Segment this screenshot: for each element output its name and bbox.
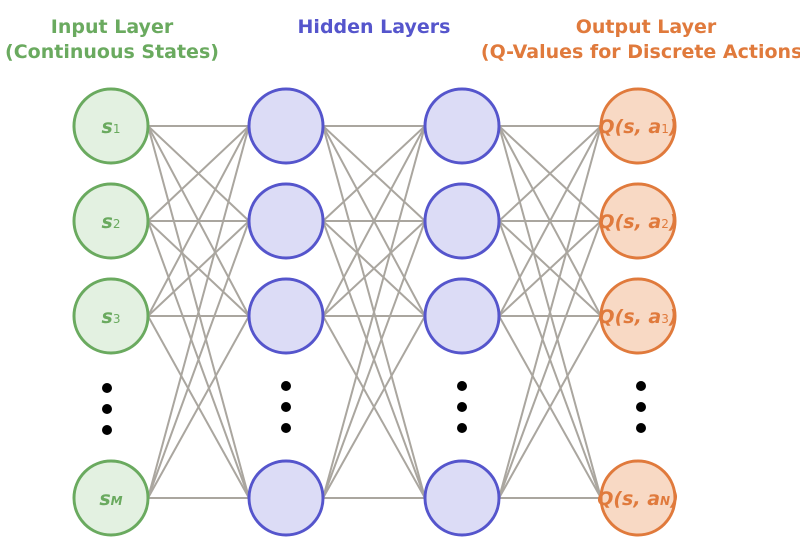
edge-input-4-hidden1-1 (147, 220, 250, 499)
nodes-group: s1 s2 s3 sM Q(s, a1) Q(s, a2) Q(s, a3) Q(s, aN) (72, 87, 679, 537)
edge-hidden2-2-output-1 (498, 220, 602, 317)
edge-hidden1-2-hidden2-0 (322, 125, 426, 317)
node-circle (247, 182, 325, 260)
output-layer-subtitle: (Q-Values for Discrete Actions) (481, 41, 800, 63)
edge-hidden2-2-output-0 (498, 125, 602, 317)
edge-hidden2-4-output-0 (498, 125, 602, 499)
output-node-2: Q(s, a2) (598, 182, 678, 260)
output-node-1: Q(s, a1) (598, 87, 678, 165)
hidden2-node-1 (423, 87, 501, 165)
input-node-1: s1 (72, 87, 150, 165)
node-label: s1 (102, 116, 121, 138)
ellipsis-dot (636, 402, 646, 412)
edge-hidden1-4-hidden2-0 (322, 125, 426, 499)
edge-hidden1-1-hidden2-0 (322, 125, 426, 222)
ellipsis-dot (636, 423, 646, 433)
hidden-layers-title: Hidden Layers (298, 16, 451, 38)
node-label: Q(s, aN) (597, 488, 679, 510)
output-layer-title: Output Layer (576, 16, 717, 38)
input-node-3: s3 (72, 277, 150, 355)
ellipsis-dot (102, 425, 112, 435)
edge-hidden2-1-output-0 (498, 125, 602, 222)
node-circle (72, 87, 150, 165)
node-circle (599, 459, 677, 537)
output-node-3: Q(s, a3) (598, 277, 678, 355)
input-layer-subtitle: (Continuous States) (5, 41, 219, 63)
node-circle (72, 182, 150, 260)
hidden2-node-3 (423, 277, 501, 355)
edges-group (147, 125, 602, 499)
hidden1-node-1 (247, 87, 325, 165)
ellipsis-dot (102, 383, 112, 393)
node-circle (423, 459, 501, 537)
node-label: Q(s, a3) (598, 306, 677, 328)
ellipsis-dot (457, 381, 467, 391)
hidden1-node-5 (247, 459, 325, 537)
hidden1-ellipsis-icon (281, 381, 291, 433)
edge-hidden2-4-output-2 (498, 315, 602, 499)
hidden2-node-2 (423, 182, 501, 260)
edge-hidden2-4-output-1 (498, 220, 602, 499)
input-layer-title: Input Layer (51, 16, 174, 38)
node-label: s3 (102, 306, 121, 328)
output-ellipsis-icon (636, 381, 646, 433)
edge-input-1-hidden1-0 (147, 125, 250, 222)
input-ellipsis-icon (102, 383, 112, 435)
node-label: s2 (102, 211, 121, 233)
node-circle (247, 277, 325, 355)
edge-hidden1-4-hidden2-2 (322, 315, 426, 499)
output-node-N: Q(s, aN) (597, 459, 679, 537)
ellipsis-dot (636, 381, 646, 391)
input-node-2: s2 (72, 182, 150, 260)
node-label: Q(s, a2) (598, 211, 677, 233)
node-circle (599, 87, 677, 165)
ellipsis-dot (457, 423, 467, 433)
edge-input-2-hidden1-0 (147, 125, 250, 317)
node-label: Q(s, a1) (598, 116, 677, 138)
edge-hidden1-2-hidden2-1 (322, 220, 426, 317)
node-circle (423, 182, 501, 260)
node-label: sM (99, 488, 122, 510)
node-circle (247, 87, 325, 165)
edge-input-4-hidden1-0 (147, 125, 250, 499)
edge-hidden1-4-hidden2-1 (322, 220, 426, 499)
node-circle (423, 87, 501, 165)
ellipsis-dot (281, 381, 291, 391)
node-circle (72, 277, 150, 355)
node-circle (599, 277, 677, 355)
node-circle (599, 182, 677, 260)
ellipsis-dot (457, 402, 467, 412)
ellipsis-dot (281, 423, 291, 433)
hidden1-node-3 (247, 277, 325, 355)
edge-input-4-hidden1-2 (147, 315, 250, 499)
edge-input-2-hidden1-1 (147, 220, 250, 317)
ellipsis-dot (102, 404, 112, 414)
hidden2-ellipsis-icon (457, 381, 467, 433)
node-circle (72, 459, 150, 537)
hidden2-node-5 (423, 459, 501, 537)
hidden1-node-2 (247, 182, 325, 260)
ellipsis-dot (281, 402, 291, 412)
input-node-M: sM (72, 459, 150, 537)
layer-titles: Input Layer (Continuous States) Hidden L… (5, 16, 800, 63)
node-circle (247, 459, 325, 537)
node-circle (423, 277, 501, 355)
